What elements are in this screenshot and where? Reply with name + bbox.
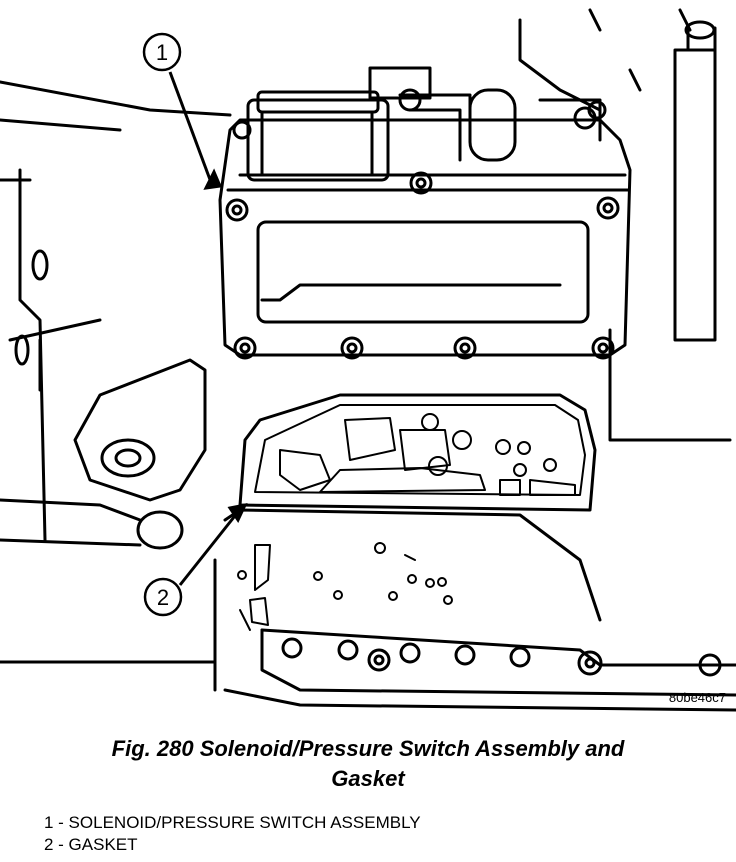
figure-caption: Fig. 280 Solenoid/Pressure Switch Assemb… — [0, 734, 736, 794]
callout-2-label: 2 — [157, 585, 169, 610]
legend-list: 1 - SOLENOID/PRESSURE SWITCH ASSEMBLY 2 … — [44, 812, 421, 856]
caption-line-1: Fig. 280 Solenoid/Pressure Switch Assemb… — [111, 736, 625, 761]
legend-item: 1 - SOLENOID/PRESSURE SWITCH ASSEMBLY — [44, 813, 421, 832]
caption-line-2: Gasket — [331, 766, 405, 791]
callout-1-circle — [142, 32, 182, 72]
callout-2-circle — [143, 577, 183, 617]
technical-illustration: 1 2 — [0, 8, 736, 712]
figure-code: 80be46c7 — [668, 690, 726, 705]
legend-item: 2 - GASKET — [44, 835, 138, 854]
callout-1-label: 1 — [156, 40, 168, 65]
